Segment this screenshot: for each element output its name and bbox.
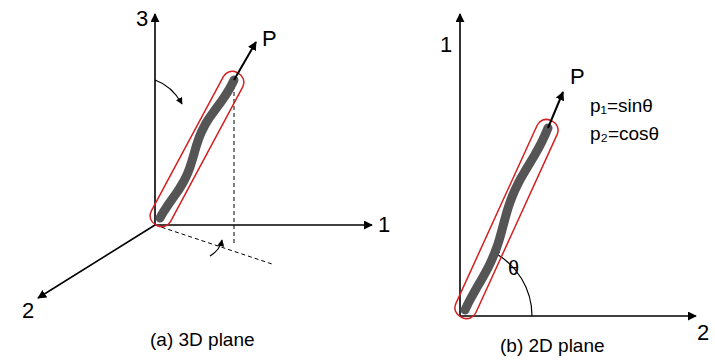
formula: p₂=cosθ — [590, 124, 659, 143]
panel-caption: (b) 2D plane — [500, 336, 605, 355]
axis-2 — [38, 225, 155, 298]
orientation-vector — [548, 92, 563, 128]
projection-line — [155, 225, 272, 264]
panel-caption: (a) 3D plane — [150, 330, 255, 349]
formula: p₁=sinθ — [590, 96, 653, 115]
axis-1 — [459, 14, 461, 316]
axis-label: 2 — [22, 300, 34, 322]
angle-arc — [155, 80, 182, 104]
axis-label: 1 — [440, 34, 452, 56]
axis-2 — [460, 315, 696, 317]
angle-arc — [210, 240, 222, 256]
axis-1 — [155, 224, 372, 226]
rod-envelope — [452, 116, 562, 322]
vector-label: P — [262, 28, 277, 50]
orientation-vector — [234, 42, 256, 80]
axis-3 — [154, 14, 156, 225]
polymer-chain — [465, 128, 548, 310]
axis-label: 2 — [697, 322, 709, 344]
axis-label: 1 — [378, 214, 390, 236]
axis-label: 3 — [136, 8, 148, 30]
rod-envelope — [147, 68, 248, 230]
polymer-chain — [160, 80, 234, 218]
angle-label: θ — [508, 258, 519, 278]
vector-label: P — [570, 66, 585, 88]
